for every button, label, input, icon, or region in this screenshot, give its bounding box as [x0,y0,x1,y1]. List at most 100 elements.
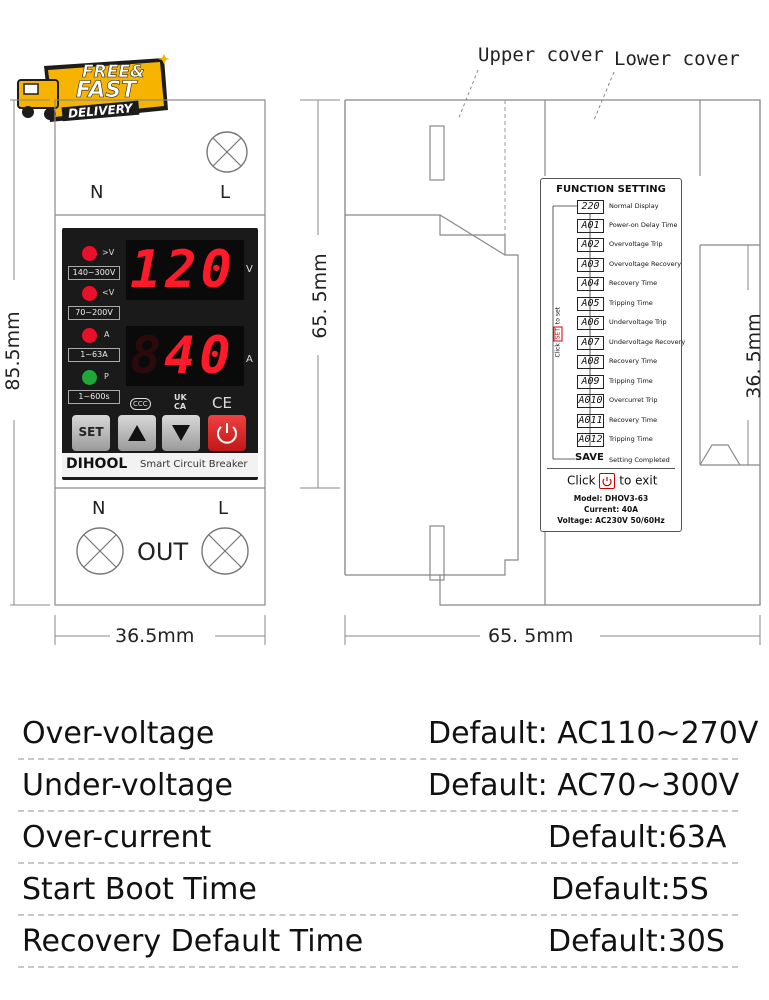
spec-label-start-boot-time: Start Boot Time [22,872,257,907]
voltage-reading: 120 [130,240,236,300]
current-display: 8 40 [126,326,244,386]
fs-desc-1: Power-on Delay Time [609,221,678,229]
click-exit-prefix: Click [567,473,596,488]
click-set-word: Click [554,343,562,358]
fs-code-4: A04 [577,277,604,291]
fs-code-9: A09 [577,375,604,389]
current-leading-zero: 8 [130,326,166,386]
function-setting-card: FUNCTION SETTING 220 Normal Display A01 … [540,178,686,532]
spec-row-over-current: Over-current Default:63A [18,812,738,864]
fs-desc-2: Overvoltage Trip [609,240,663,248]
fs-code-6: A06 [577,316,604,330]
fs-code-12: A012 [577,433,604,447]
fs-desc-9: Tripping Time [609,377,653,385]
set-button[interactable]: SET [72,415,110,451]
spec-value-under-voltage: Default: AC70~300V [428,768,740,803]
brand-strip: DIHOOL Smart Circuit Breaker [62,453,258,477]
fs-desc-12: Tripping Time [609,435,653,443]
range-undervoltage: 70~200V [68,306,120,320]
spec-row-recovery-default-time: Recovery Default Time Default:30S [18,916,738,968]
led-symbol-power: P [104,372,109,381]
function-setting-title: FUNCTION SETTING [556,184,666,195]
out-label: OUT [137,538,189,566]
set-key-glyph: SET [553,326,563,342]
flow-arrows [552,205,591,460]
click-set-note: Click SET to set [553,307,563,358]
lower-cover-label: Lower cover [614,48,740,70]
fs-code-11: A011 [577,414,604,428]
spec-value-start-boot-time: Default:5S [551,872,709,907]
led-overvoltage [82,246,97,261]
fs-code-1: A01 [577,219,604,233]
front-height-value: 85.5mm [2,311,24,391]
product-name: Smart Circuit Breaker [140,459,248,470]
led-current [82,328,97,343]
save-desc: Setting Completed [609,456,670,464]
outline-drawing [10,69,761,645]
side-height-dimension: 65. 5mm [309,246,331,346]
spec-value-over-current: Default:63A [548,820,727,855]
top-terminal-n: N [90,182,104,203]
side-width-dimension: 65. 5mm [488,625,574,647]
led-symbol-overvoltage: >V [102,248,115,257]
power-button[interactable] [208,415,246,451]
down-button[interactable] [162,415,200,451]
fs-desc-8: Recovery Time [609,357,658,365]
bottom-terminal-n: N [92,498,106,519]
current-unit: A [246,354,253,365]
ce-mark: CE [212,394,232,412]
upper-cover-label: Upper cover [478,44,604,66]
top-terminal-l: L [220,182,231,203]
spec-label-under-voltage: Under-voltage [22,768,233,803]
brand-name: DIHOOL [66,456,128,472]
up-arrow-icon [128,425,146,441]
spec-label-over-voltage: Over-voltage [22,716,215,751]
indicator-undervoltage: <V 70~200V [62,282,122,322]
click-exit-suffix: to exit [619,473,658,488]
voltage-display: 120 [126,240,244,300]
fs-desc-6: Undervoltage Trip [609,318,667,326]
range-overvoltage: 140~300V [68,266,120,280]
spec-value-over-voltage: Default: AC110~270V [428,716,759,751]
spec-label-recovery-default-time: Recovery Default Time [22,924,364,959]
ukca-mark: UK CA [174,393,187,411]
spec-row-over-voltage: Over-voltage Default: AC110~270V [18,708,758,760]
badge-line-fast: FAST [76,78,137,104]
fs-code-8: A08 [577,355,604,369]
set-button-label: SET [78,425,104,439]
current-reading: 40 [164,326,235,386]
fs-code-2: A02 [577,238,604,252]
power-key-icon [599,473,616,489]
up-button[interactable] [118,415,156,451]
spec-value-recovery-default-time: Default:30S [548,924,725,959]
bottom-terminal-l: L [218,498,229,519]
led-symbol-current: A [104,330,110,339]
current-text: Current: 40A [583,505,639,514]
save-label: SAVE [575,452,604,463]
led-undervoltage [82,286,97,301]
front-width-dimension: 36.5mm [115,625,195,647]
fs-desc-4: Recovery Time [609,279,658,287]
fs-code-7: A07 [577,336,604,350]
fs-desc-7: Undervoltage Recovery [609,338,686,346]
range-power: 1~600s [68,390,120,404]
led-symbol-undervoltage: <V [102,288,115,297]
power-icon [217,423,237,444]
fs-code-10: A010 [577,394,604,408]
fs-desc-11: Recovery Time [609,416,658,424]
voltage-text: Voltage: AC230V 50/60Hz [557,516,665,525]
click-exit-row: Click to exit [567,473,657,489]
badge-line-free: FREE& [82,62,145,83]
indicator-current: A 1~63A [62,324,122,364]
right-height-dimension: 36. 5mm [743,306,765,406]
fs-code-3: A03 [577,258,604,272]
fs-desc-5: Tripping Time [609,299,653,307]
down-arrow-icon [172,425,190,441]
fs-desc-0: Normal Display [609,202,659,210]
ccc-mark: CCC [130,398,151,410]
fs-desc-10: Overcurret Trip [609,396,658,404]
model-text: Model: DHOV3-63 [573,494,649,503]
fs-desc-3: Overvoltage Recovery [609,260,682,268]
spec-row-start-boot-time: Start Boot Time Default:5S [18,864,738,916]
indicator-overvoltage: >V 140~300V [62,242,122,282]
